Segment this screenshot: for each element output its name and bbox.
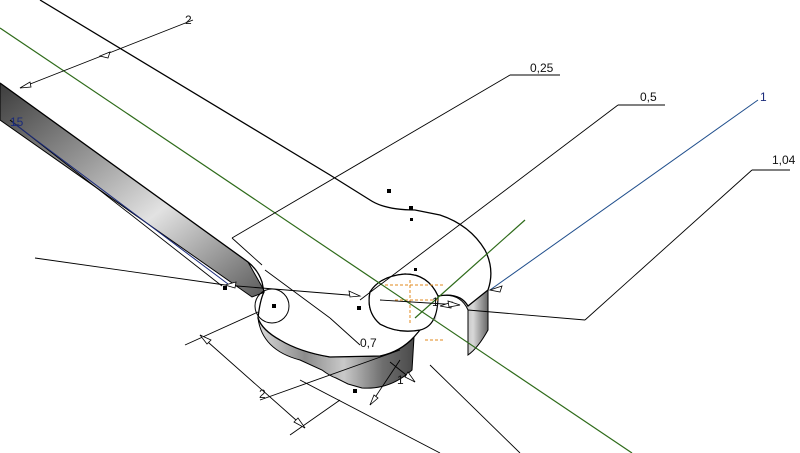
- dim-label-length[interactable]: 15: [10, 115, 24, 129]
- axis-line-vertical: [414, 219, 526, 319]
- axis-line-main: [0, 27, 633, 453]
- dim-label-width-top[interactable]: 2: [185, 13, 192, 27]
- point-markers: [223, 189, 417, 393]
- dim-label-hole[interactable]: 1: [760, 90, 767, 104]
- dim-label-height[interactable]: 1: [397, 373, 404, 387]
- dim-label-inner-hole[interactable]: 1: [432, 295, 439, 309]
- dim-label-outer-r[interactable]: 1,04: [772, 153, 796, 167]
- dim-label-bottom-width[interactable]: 2: [259, 387, 266, 401]
- dim-label-fillet-r1[interactable]: 0,25: [530, 61, 554, 75]
- dim-label-fillet-r2[interactable]: 0,5: [640, 90, 657, 104]
- dim-label-slot-width[interactable]: 0,7: [360, 336, 377, 350]
- hidden-edges: [385, 280, 445, 341]
- length-dimension-line: [11, 121, 229, 285]
- active-dimension-line: [489, 99, 759, 291]
- arrowheads: [19, 51, 503, 429]
